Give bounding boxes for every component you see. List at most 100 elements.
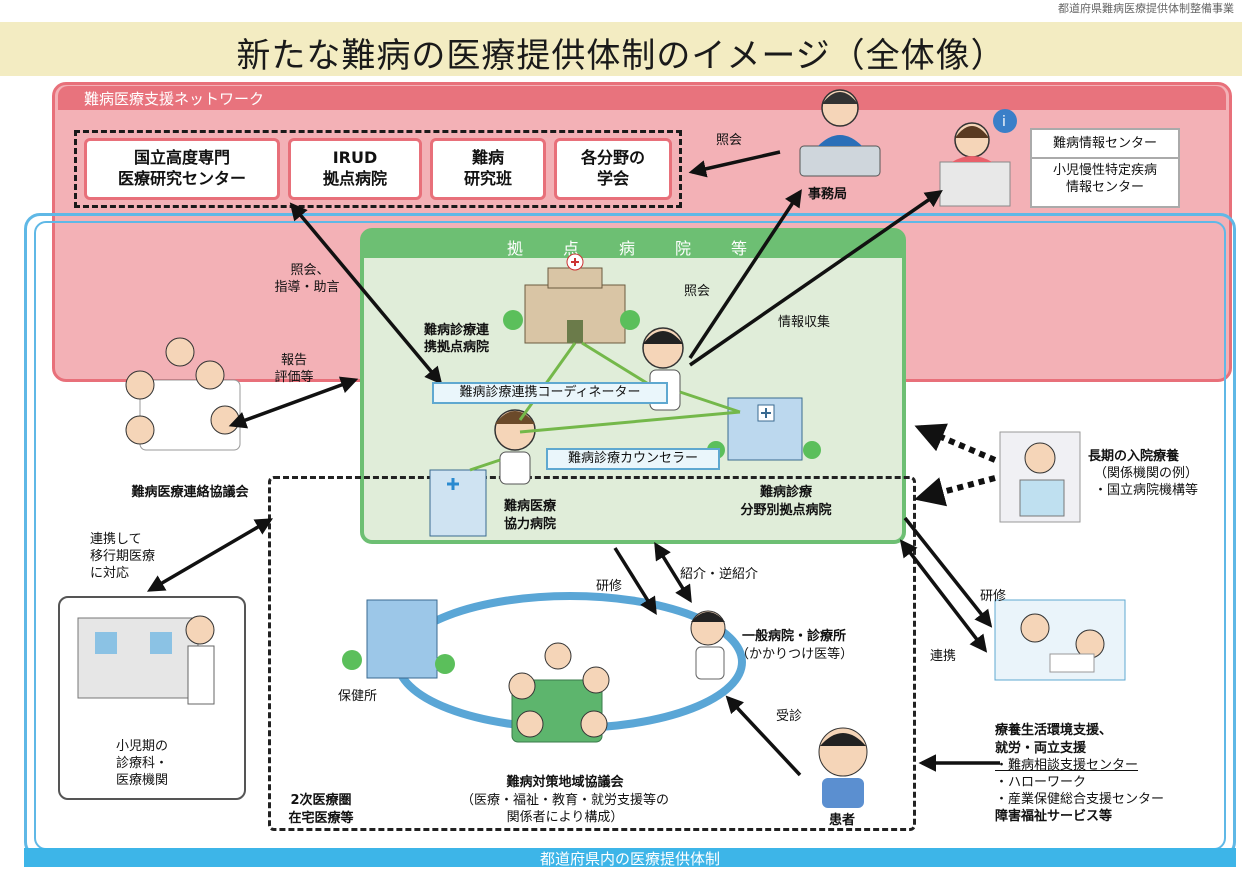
- welfare-label: 障害福祉サービス等: [995, 809, 1113, 824]
- support-label-2: 就労・両立支援: [995, 741, 1087, 756]
- transition-label-3: に対応: [90, 566, 130, 581]
- office-operator-icon: [799, 89, 881, 177]
- council-hub-arrow: [228, 376, 359, 429]
- guidance-label-2: 指導・助言: [274, 280, 340, 295]
- secondary-area-label-2: 在宅医療等: [288, 811, 354, 826]
- training-right-label: 研修: [980, 589, 1007, 604]
- regional-council-sub2: 関係者により構成）: [506, 810, 624, 825]
- cooperating-label-2: 協力病院: [504, 517, 557, 532]
- general-clinic-label: 一般病院・診療所: [742, 629, 847, 644]
- relation-arrows: [146, 150, 1000, 777]
- info-staff-icon: i: [939, 109, 1017, 207]
- irud-box: IRUD 拠点病院: [288, 138, 422, 200]
- patient-icon: [818, 727, 868, 808]
- academic-society-line2: 学会: [596, 169, 629, 188]
- health-center-label: 保健所: [338, 689, 378, 704]
- hub-connection-lines: [469, 341, 741, 472]
- pediatric-info-center-line2: 情報センター: [1065, 180, 1144, 195]
- support-center-icon: [994, 599, 1126, 681]
- hub-hospitals-header: 拠 点 病 院 等: [364, 232, 902, 258]
- transition-label-1: 連携して: [90, 532, 142, 547]
- health-center-icon: [342, 599, 455, 679]
- pediatric-transition-arrow: [146, 518, 274, 592]
- report-label-1: 報告: [280, 353, 307, 368]
- council-meeting-icon: [125, 337, 241, 451]
- long-term-item-label: ・国立病院機構等: [1094, 483, 1199, 498]
- coop-hub-hospital-icon: [503, 253, 640, 344]
- inpatient-arrows: [914, 423, 997, 507]
- hub-inquiry-label: 照会: [684, 284, 711, 299]
- specialty-hub-label-1: 難病診療: [759, 485, 812, 500]
- report-label-2: 評価等: [274, 370, 314, 385]
- child-facility-label-1: 小児期の: [115, 739, 168, 754]
- regional-council-label: 難病対策地域協議会: [506, 775, 624, 790]
- regional-council-icon: [508, 642, 610, 743]
- secondary-area-label-1: 2次医療圏: [290, 793, 352, 808]
- secondary-medical-area: [268, 476, 916, 831]
- referral-arrow: [654, 542, 692, 603]
- family-doctor-label: （かかりつけ医等）: [736, 647, 854, 662]
- consult-label: 受診: [776, 709, 803, 724]
- family-doctor-icon: [690, 610, 726, 680]
- top-note: 都道府県難病医療提供体制整備事業: [1058, 2, 1234, 15]
- referral-label: 紹介・逆紹介: [680, 567, 759, 582]
- title-bar: 新たな難病の医療提供体制のイメージ（全体像）: [0, 22, 1242, 76]
- footer-bar: 都道府県内の医療提供体制: [24, 848, 1236, 868]
- office-to-institutions-arrow: [688, 150, 781, 178]
- office-label: 事務局: [808, 187, 848, 202]
- page-title: 新たな難病の医療提供体制のイメージ（全体像）: [236, 36, 1006, 76]
- coordinator-label: 難病診療連携コーディネーター: [432, 382, 668, 404]
- guidance-label-1: 照会、: [290, 263, 330, 278]
- coordinator-info-arrow: [689, 190, 943, 367]
- long-term-label: 長期の入院療養: [1088, 449, 1180, 464]
- cooperating-label-1: 難病医療: [504, 499, 557, 514]
- ncnp-line1: 国立高度専門: [133, 148, 230, 167]
- coop-hub-label-2: 携拠点病院: [424, 340, 490, 355]
- cooperation-right-label: 連携: [930, 649, 957, 664]
- info-centers-box: 難病情報センター 小児慢性特定疾病 情報センター: [1030, 128, 1180, 208]
- council-label: 難病医療連絡協議会: [131, 485, 249, 500]
- svg-text:i: i: [1002, 114, 1006, 130]
- academic-society-box: 各分野の 学会: [554, 138, 672, 200]
- cooperating-hospital-icon: [429, 469, 487, 537]
- ncnp-box: 国立高度専門 医療研究センター: [84, 138, 280, 200]
- support-item-3: ・産業保健総合支援センター: [995, 792, 1165, 807]
- institutions-hub-arrow: [289, 202, 443, 385]
- child-facility-label-2: 診療科・: [115, 756, 168, 771]
- child-facility-label-3: 医療機関: [115, 773, 168, 788]
- long-term-example-label: （関係機関の例）: [1094, 466, 1199, 481]
- training-right-arrow: [903, 516, 993, 628]
- patient-label: 患者: [828, 813, 855, 828]
- inquiry-label-top: 照会: [716, 133, 743, 148]
- hub-hospitals-title: 拠 点 病 院 等: [506, 239, 759, 258]
- pediatric-clinic-icon: [77, 615, 215, 705]
- ncnp-line2: 医療研究センター: [117, 169, 246, 188]
- footer-title: 都道府県内の医療提供体制: [539, 850, 720, 868]
- info-collect-label: 情報収集: [778, 315, 831, 330]
- support-item-1: ・難病相談支援センター: [995, 758, 1139, 773]
- irud-line1: IRUD: [332, 148, 378, 167]
- research-team-line2: 研究班: [463, 169, 512, 188]
- support-item-2: ・ハローワーク: [995, 775, 1087, 790]
- coop-hub-label-1: 難病診療連: [424, 323, 490, 338]
- rare-disease-info-center: 難病情報センター: [1032, 130, 1178, 159]
- research-team-line1: 難病: [471, 148, 504, 167]
- support-network-header: 難病医療支援ネットワーク: [58, 86, 1226, 110]
- transition-label-2: 移行期医療: [90, 549, 156, 564]
- support-label-1: 療養生活環境支援、: [995, 723, 1113, 738]
- counselor-icon: [494, 409, 536, 485]
- irud-line2: 拠点病院: [322, 169, 387, 188]
- support-network-title: 難病医療支援ネットワーク: [84, 90, 265, 108]
- inpatient-icon: [999, 431, 1081, 523]
- training-label: 研修: [596, 579, 623, 594]
- coordinator-office-arrow: [688, 189, 802, 359]
- cooperation-right-arrow: [899, 539, 988, 653]
- specialty-hub-label-2: 分野別拠点病院: [740, 503, 832, 518]
- training-arrow: [613, 547, 657, 615]
- regional-council-sub1: （医療・福祉・教育・就労支援等の: [460, 793, 669, 808]
- consult-arrow: [725, 695, 802, 777]
- research-team-box: 難病 研究班: [430, 138, 546, 200]
- academic-society-line1: 各分野の: [580, 148, 645, 167]
- pediatric-info-center-line1: 小児慢性特定疾病: [1052, 163, 1157, 178]
- counselor-label: 難病診療カウンセラー: [546, 448, 720, 470]
